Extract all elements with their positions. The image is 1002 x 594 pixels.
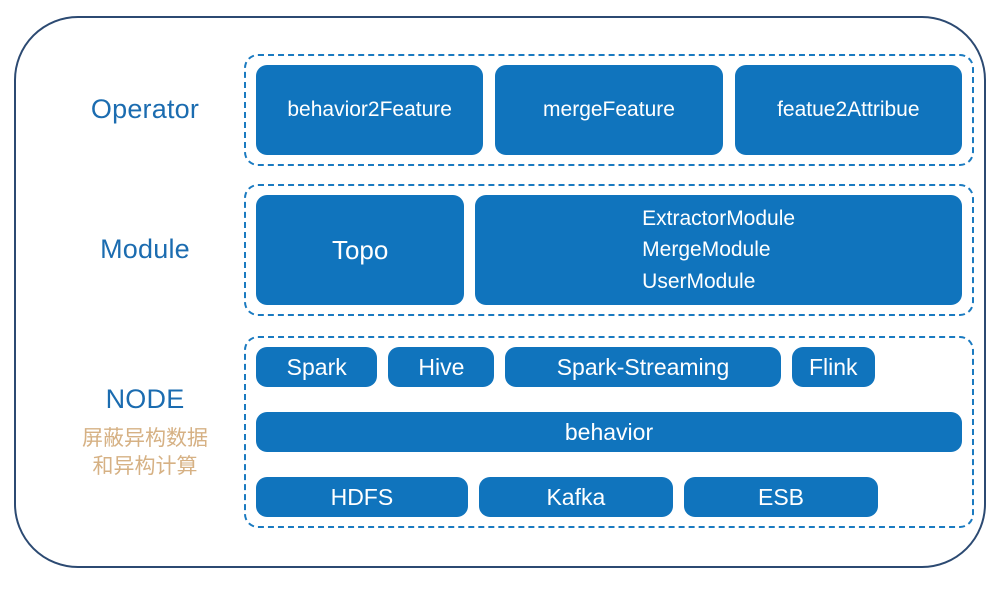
tier-stack: Operator behavior2Feature mergeFeature f… — [14, 16, 986, 568]
tier-label-module: Module — [100, 234, 190, 265]
module-list-item-extractormodule: ExtractorModule — [642, 206, 796, 230]
node-group: Spark Hive Spark-Streaming Flink behavio… — [244, 336, 974, 528]
node-box-hive[interactable]: Hive — [388, 347, 495, 388]
module-list-item-mergemodule: MergeModule — [642, 238, 771, 262]
tier-row-node: NODE 屏蔽异构数据 和异构计算 Spark Hive Spark-Strea… — [54, 336, 974, 528]
operator-box-featue2attribue[interactable]: featue2Attribue — [734, 65, 962, 155]
module-group: Topo ExtractorModule MergeModule UserMod… — [244, 184, 974, 316]
module-box-topo[interactable]: Topo — [256, 195, 465, 305]
tier-sublabel-node-line1: 屏蔽异构数据 — [82, 426, 208, 451]
node-box-behavior[interactable]: behavior — [256, 411, 962, 453]
tier-sublabel-node-line2: 和异构计算 — [92, 453, 198, 478]
node-box-spark[interactable]: Spark — [256, 347, 378, 388]
node-engine-row: Spark Hive Spark-Streaming Flink — [256, 347, 962, 388]
tier-label-node: NODE — [105, 384, 185, 415]
tier-sublabel-node: 屏蔽异构数据 和异构计算 — [82, 425, 208, 480]
operator-box-behavior2feature[interactable]: behavior2Feature — [256, 65, 484, 155]
tier-label-module-column: Module — [54, 234, 244, 265]
node-box-esb[interactable]: ESB — [683, 476, 879, 518]
node-box-kafka[interactable]: Kafka — [478, 476, 673, 518]
tier-label-operator: Operator — [90, 94, 200, 125]
module-list-item-usermodule: UserModule — [642, 269, 756, 293]
node-box-spark-streaming[interactable]: Spark-Streaming — [505, 347, 781, 388]
node-box-hdfs[interactable]: HDFS — [256, 476, 468, 518]
module-list-lines: ExtractorModule MergeModule UserModule — [642, 203, 795, 298]
node-box-flink[interactable]: Flink — [791, 347, 875, 388]
operator-group: behavior2Feature mergeFeature featue2Att… — [244, 54, 974, 166]
outer-frame — [14, 16, 986, 568]
tier-row-operator: Operator behavior2Feature mergeFeature f… — [54, 54, 974, 166]
tier-label-node-column: NODE 屏蔽异构数据 和异构计算 — [54, 384, 244, 480]
operator-box-mergefeature[interactable]: mergeFeature — [495, 65, 723, 155]
node-storage-row: HDFS Kafka ESB — [256, 476, 962, 518]
module-box-module-list[interactable]: ExtractorModule MergeModule UserModule — [475, 195, 962, 305]
node-behavior-row: behavior — [256, 411, 962, 453]
tier-label-operator-column: Operator — [54, 94, 244, 125]
tier-row-module: Module Topo ExtractorModule MergeModule … — [54, 184, 974, 316]
